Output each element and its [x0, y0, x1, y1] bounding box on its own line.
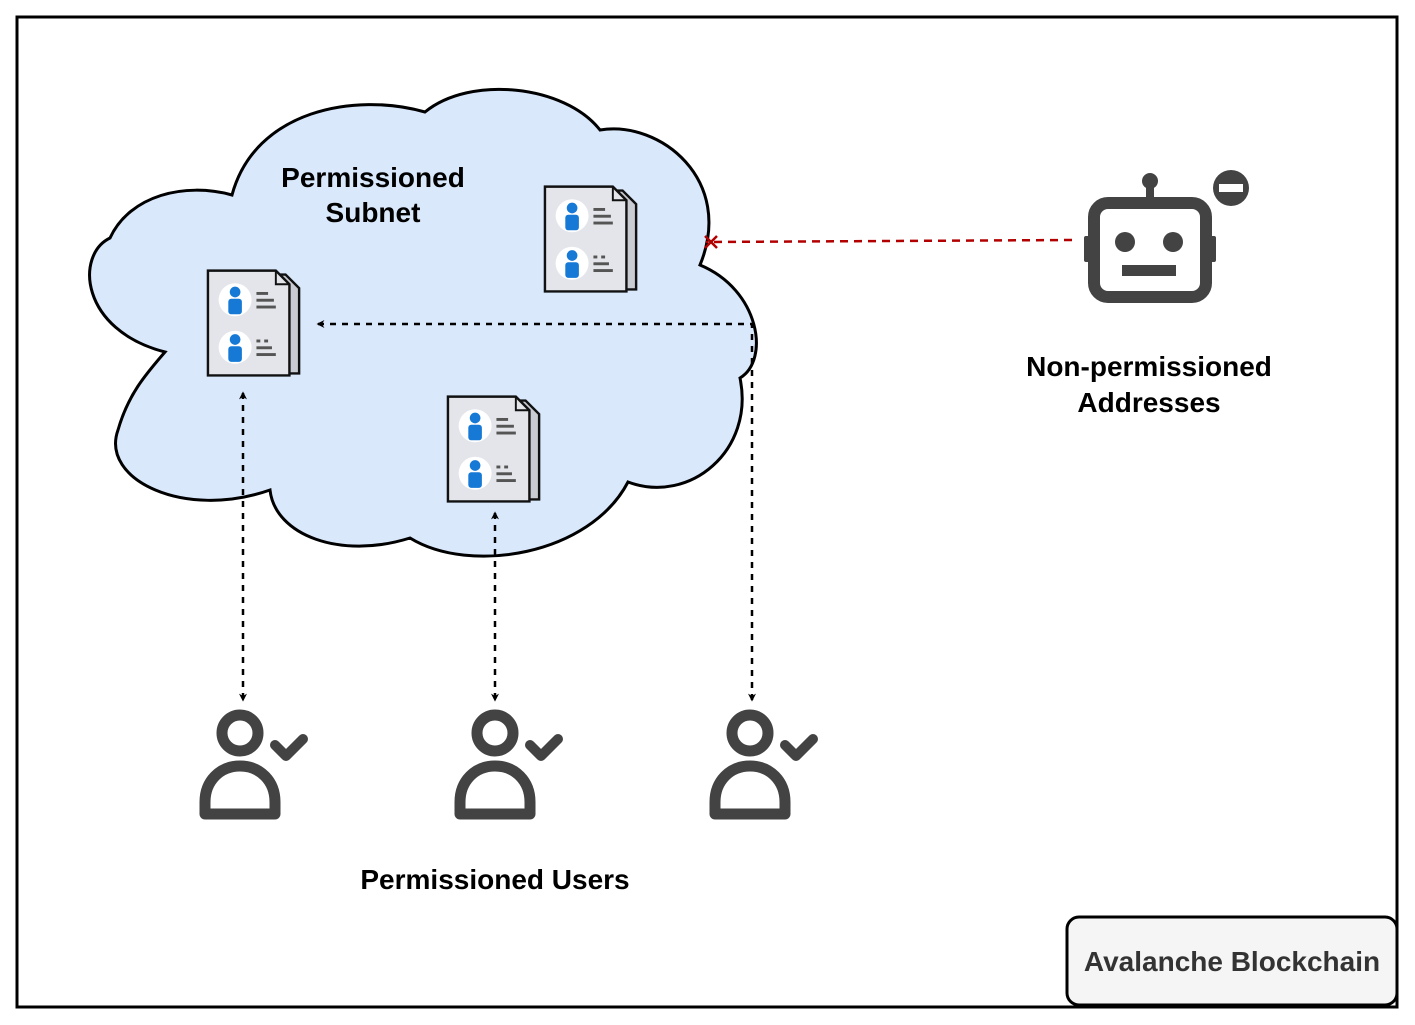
x-mark-icon [704, 235, 718, 249]
robot-icon [1084, 173, 1216, 303]
permissioned-users-label: Permissioned Users [360, 864, 629, 895]
blocked-connector [705, 238, 1073, 244]
contact-document-icon [446, 395, 541, 503]
non-permissioned-label-line1: Non-permissioned [1026, 351, 1272, 382]
connector-user3-doc1 [316, 320, 756, 702]
subnet-title-line1: Permissioned [281, 162, 465, 193]
subnet-title-line2: Subnet [326, 197, 421, 228]
blockchain-badge [1065, 915, 1399, 1007]
blockchain-badge-label: Avalanche Blockchain [1084, 946, 1380, 977]
blockchain-frame [15, 15, 1399, 1009]
contact-document-icon [543, 185, 638, 293]
contact-document-icon [206, 269, 301, 377]
minus-circle-icon [1213, 170, 1249, 206]
non-permissioned-label-line2: Addresses [1077, 387, 1220, 418]
